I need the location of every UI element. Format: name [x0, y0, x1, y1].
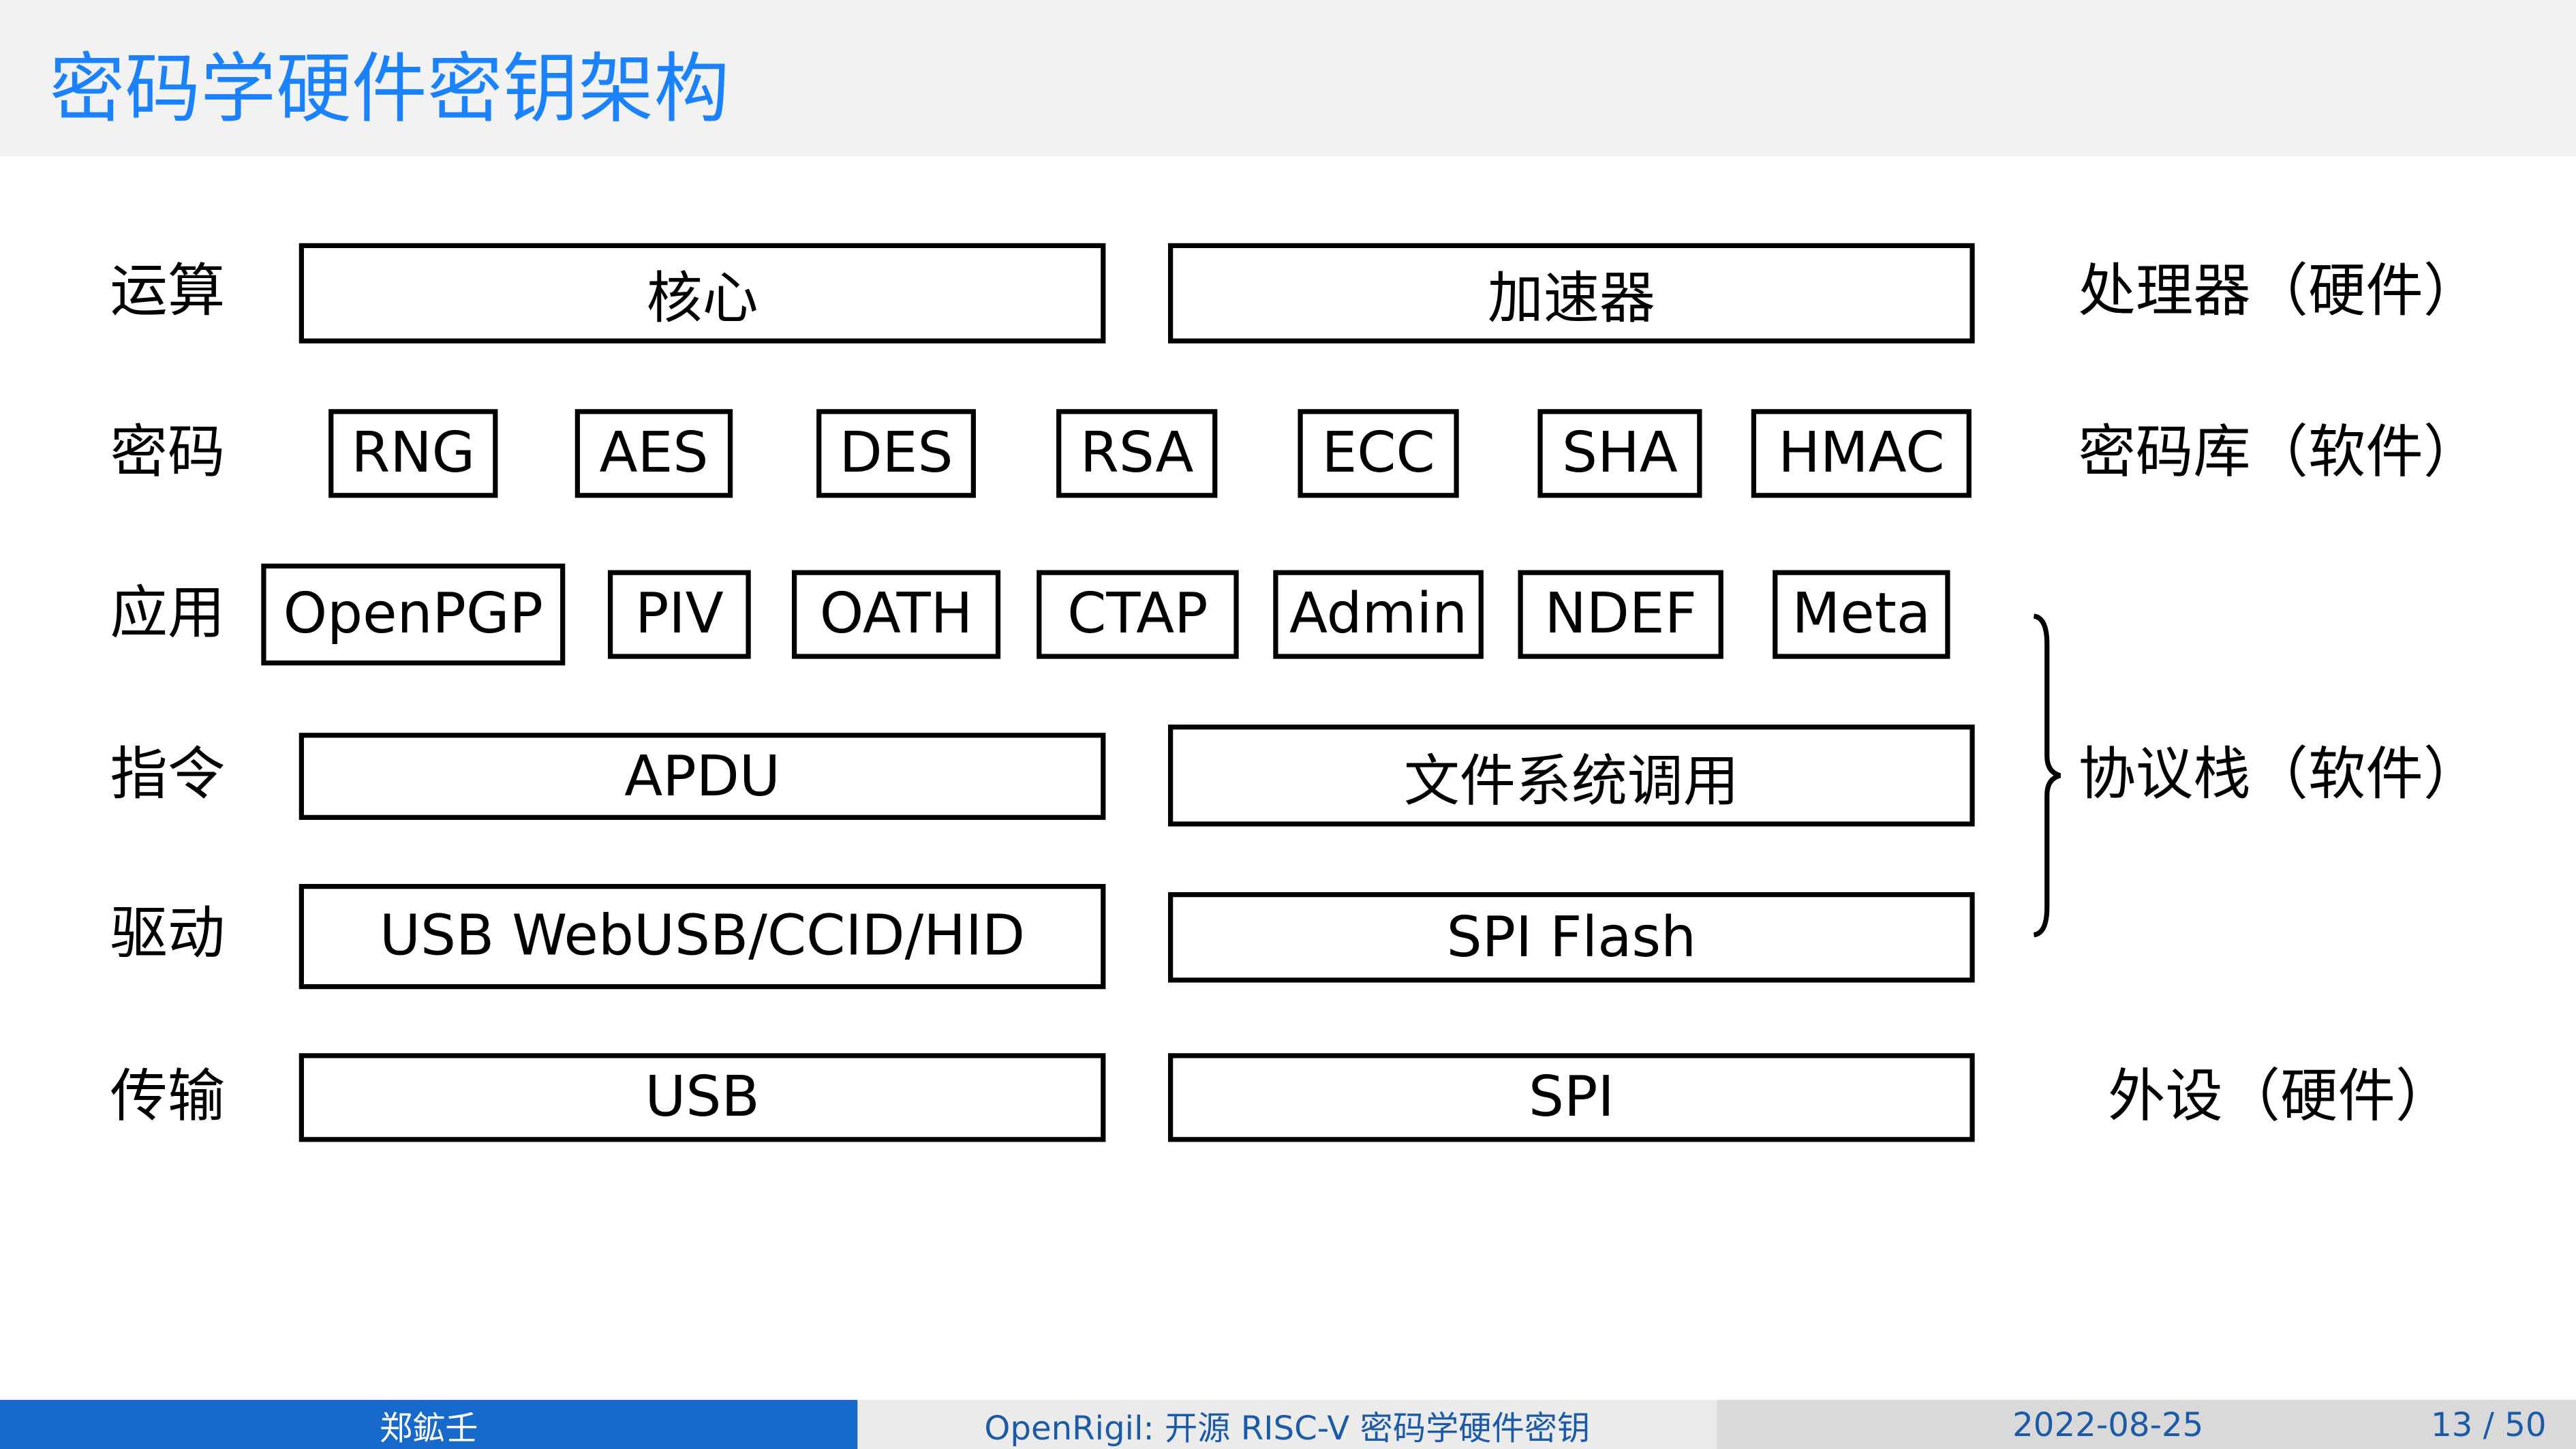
footer-author: 郑鉱壬	[0, 1399, 858, 1449]
box-rsa: RSA	[1056, 409, 1218, 498]
box-ctap: CTAP	[1037, 570, 1239, 659]
footer-talk-title: OpenRigil: 开源 RISC-V 密码学硬件密钥	[857, 1399, 1717, 1449]
box-filesystem-calls: 文件系统调用	[1168, 724, 1975, 827]
box-sha: SHA	[1537, 409, 1702, 498]
box-accelerator: 加速器	[1168, 243, 1975, 344]
box-hmac: HMAC	[1751, 409, 1972, 498]
slide-footer: 郑鉱壬 OpenRigil: 开源 RISC-V 密码学硬件密钥 2022-08…	[0, 1399, 2576, 1449]
row-label-command: 指令	[110, 742, 226, 809]
box-des: DES	[816, 409, 976, 498]
layer-label-peripheral: 外设（硬件）	[2107, 1065, 2453, 1131]
slide-header: 密码学硬件密钥架构	[0, 0, 2576, 157]
box-usb: USB	[298, 1053, 1106, 1142]
footer-date: 2022-08-25	[2012, 1405, 2204, 1445]
layer-label-crypto-library: 密码库（软件）	[2078, 421, 2481, 487]
box-ndef: NDEF	[1518, 570, 1723, 659]
box-oath: OATH	[791, 570, 1001, 659]
row-label-application: 应用	[110, 581, 226, 647]
box-meta: Meta	[1773, 570, 1950, 659]
box-ecc: ECC	[1298, 409, 1459, 498]
row-label-transport: 传输	[110, 1065, 226, 1131]
box-rng: RNG	[328, 409, 498, 498]
footer-page-number: 13 / 50	[2430, 1405, 2547, 1445]
right-brace-icon	[2033, 613, 2061, 938]
box-spi-flash: SPI Flash	[1168, 892, 1975, 983]
slide-title: 密码学硬件密钥架构	[49, 44, 730, 134]
box-core: 核心	[298, 243, 1106, 344]
layer-label-processor: 处理器（硬件）	[2078, 259, 2481, 326]
footer-right: 2022-08-25 13 / 50	[1717, 1399, 2576, 1449]
box-aes: AES	[574, 409, 733, 498]
box-spi: SPI	[1168, 1053, 1975, 1142]
row-label-driver: 驱动	[110, 902, 226, 968]
box-usb-drivers: USB WebUSB/CCID/HID	[298, 883, 1106, 990]
box-openpgp: OpenPGP	[261, 563, 566, 666]
box-apdu: APDU	[298, 733, 1106, 820]
box-piv: PIV	[607, 570, 751, 659]
row-label-compute: 运算	[110, 259, 226, 326]
box-admin: Admin	[1273, 570, 1484, 659]
row-label-crypto: 密码	[110, 421, 226, 487]
layer-label-protocol-stack: 协议栈（软件）	[2078, 742, 2481, 809]
